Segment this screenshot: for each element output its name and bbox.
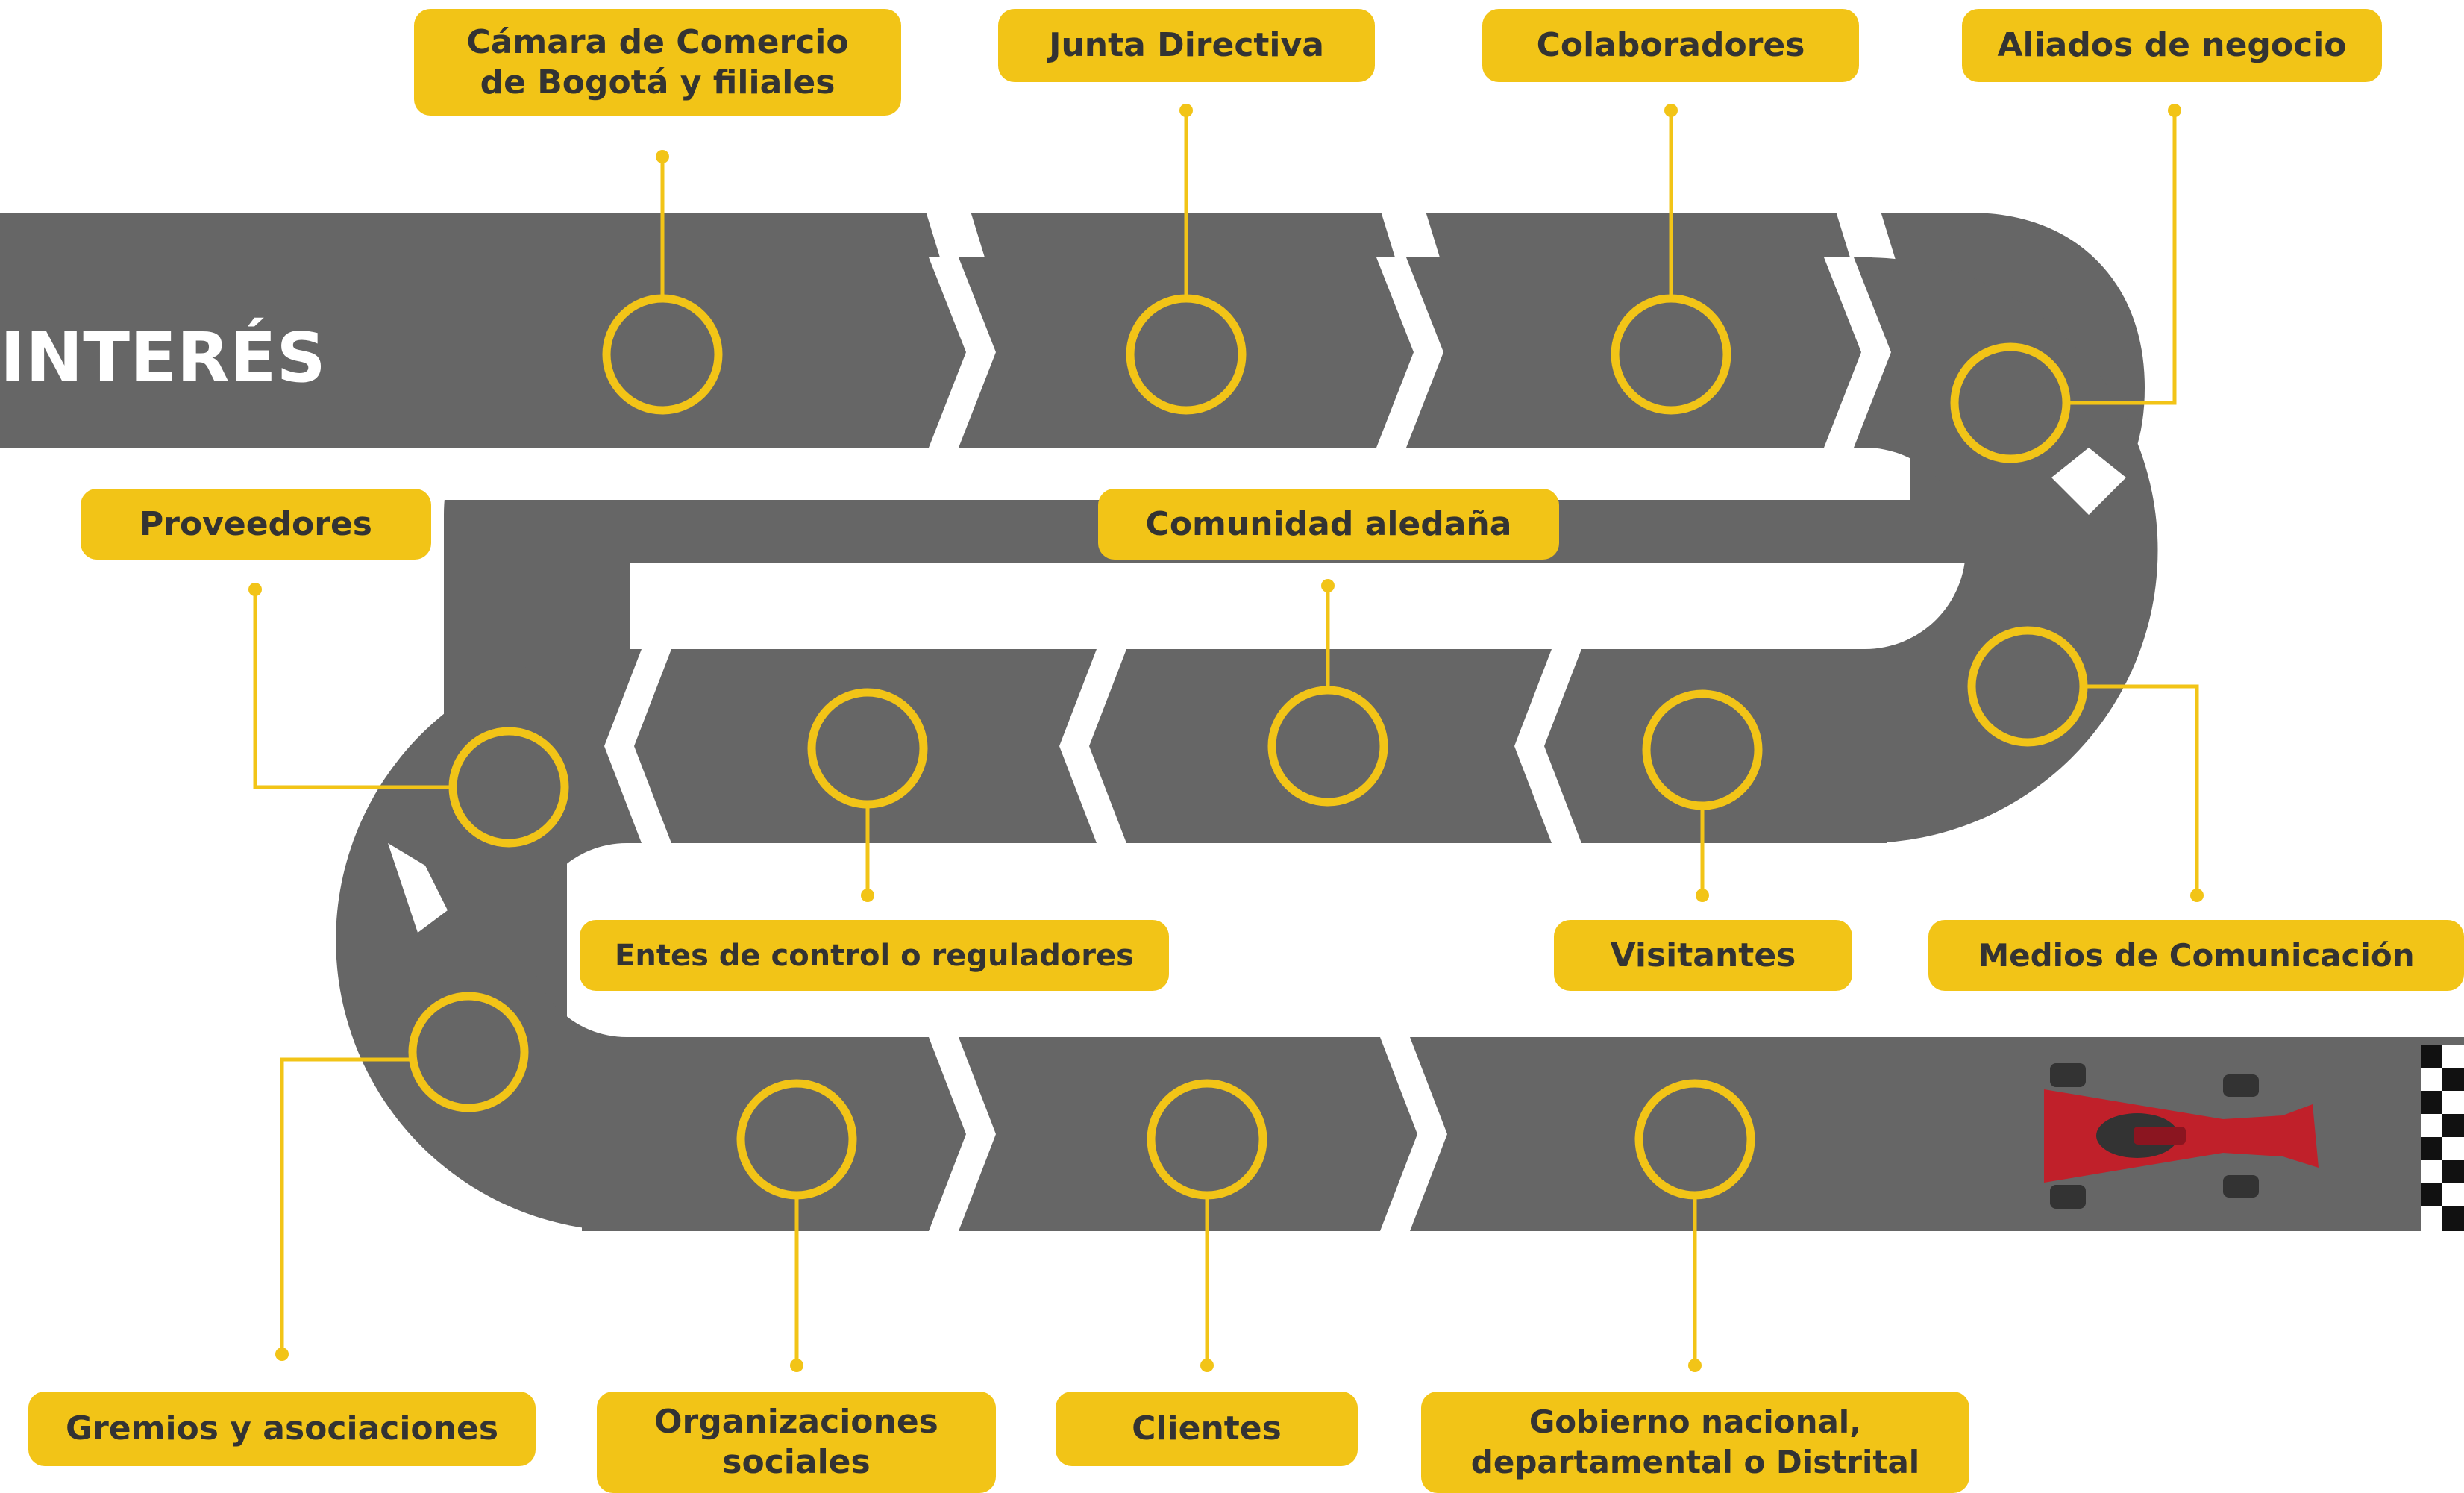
label-medios-line1: Medios de Comunicación xyxy=(1978,936,2415,974)
label-gobierno: Gobierno nacional, departamental o Distr… xyxy=(1421,1392,1969,1493)
label-entes: Entes de control o reguladores xyxy=(580,920,1169,991)
label-colaboradores-line1: Colaboradores xyxy=(1536,26,1805,64)
curve-left xyxy=(336,649,627,1231)
label-organizaciones-line2: sociales xyxy=(722,1443,871,1481)
label-proveedores: Proveedores xyxy=(81,489,431,560)
label-comunidad: Comunidad aledaña xyxy=(1098,489,1559,560)
connector-dots xyxy=(248,104,2204,1372)
label-colaboradores: Colaboradores xyxy=(1482,9,1859,82)
diagram-title: INTERÉS xyxy=(0,318,326,398)
label-camara-line2: de Bogotá y filiales xyxy=(480,63,836,101)
label-gobierno-line1: Gobierno nacional, xyxy=(1529,1403,1862,1440)
label-aliados-line1: Aliados de negocio xyxy=(1997,26,2347,64)
checkered-flag-icon xyxy=(2421,1045,2464,1231)
label-visitantes-line1: Visitantes xyxy=(1610,936,1796,974)
label-clientes-line1: Clientes xyxy=(1132,1409,1282,1447)
label-comunidad-line1: Comunidad aledaña xyxy=(1145,504,1512,543)
label-clientes: Clientes xyxy=(1056,1392,1358,1466)
label-junta: Junta Directiva xyxy=(998,9,1375,82)
label-visitantes: Visitantes xyxy=(1554,920,1852,991)
label-gremios-line1: Gremios y asociaciones xyxy=(65,1409,499,1447)
label-junta-line1: Junta Directiva xyxy=(1049,26,1324,64)
label-camara-line1: Cámara de Comercio xyxy=(466,22,849,61)
connector-lines xyxy=(253,110,2199,1365)
label-entes-line1: Entes de control o reguladores xyxy=(615,938,1134,973)
label-organizaciones-line1: Organizaciones xyxy=(654,1403,938,1441)
label-organizaciones: Organizaciones sociales xyxy=(597,1392,996,1493)
label-gobierno-line2: departamental o Distrital xyxy=(1470,1444,1920,1480)
label-medios: Medios de Comunicación xyxy=(1928,920,2464,991)
race-car-icon xyxy=(2044,1063,2319,1209)
label-camara: Cámara de Comercio de Bogotá y filiales xyxy=(414,9,901,116)
label-proveedores-line1: Proveedores xyxy=(139,504,372,543)
label-aliados: Aliados de negocio xyxy=(1962,9,2382,82)
lane-middle xyxy=(619,649,1887,843)
milestone-rings xyxy=(408,294,2088,1200)
lane-top xyxy=(0,257,1872,448)
lane-chevrons xyxy=(388,257,2126,1231)
label-gremios: Gremios y asociaciones xyxy=(28,1392,536,1466)
